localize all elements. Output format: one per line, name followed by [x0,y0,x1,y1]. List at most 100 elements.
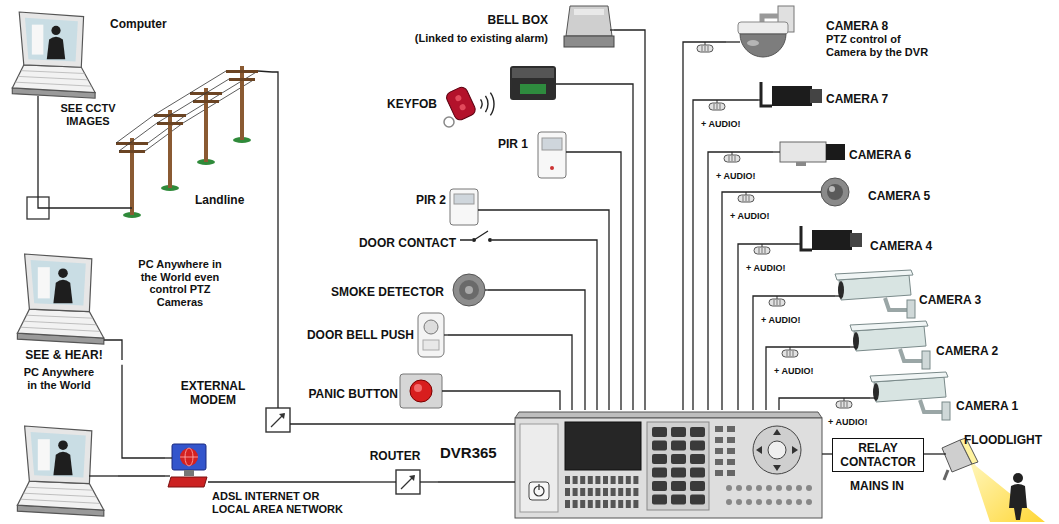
dvr-illustration [690,427,705,437]
wire-connector [722,192,820,410]
node-label: SEE CCTV IMAGES [52,102,124,127]
camera-icon [780,142,826,162]
camera-icon [942,402,950,420]
camera-icon [850,321,930,369]
text-slot: PANIC BUTTON [302,384,398,402]
dvr-illustration [626,476,631,484]
dvr-illustration [588,488,593,496]
text-slot: ROUTER [366,446,424,464]
camera-icon [850,321,928,331]
dvr-illustration [652,454,667,464]
node-label: Landline [195,194,244,208]
internet-icon [180,457,198,458]
laptop-illustration [17,254,103,344]
dvr-illustration [746,485,752,491]
laptop-illustration [47,37,65,59]
laptop-illustration [25,426,92,484]
dome-camera-icon [829,186,835,192]
floodlight-node: FLOODLIGHT [936,428,1054,522]
internet-icon [184,470,194,476]
wire-stubs [820,191,821,192]
dvr-illustration [633,500,638,508]
dvr-illustration [715,470,723,476]
keyfob-icon [445,85,478,121]
wire-connector [122,365,165,458]
dvr-illustration [595,476,600,484]
microphone-symbol [746,196,747,201]
microphone-symbol [765,248,766,253]
network-box [409,475,415,481]
bell-box-icon [574,9,604,15]
camera-node: CAMERA 5 [820,176,938,210]
dvr-illustration [565,476,570,484]
dvr-illustration [529,482,549,500]
wire-stubs [726,41,740,42]
microphone-symbol [841,402,842,407]
audio-label: + AUDIO! [730,211,769,221]
camera-node: CAMERA 6 [773,136,919,168]
telephone-poles [219,79,255,101]
dvr-illustration [626,488,631,496]
dvr-illustration [753,426,801,474]
laptop-illustration [31,432,86,478]
wire-connector [272,72,278,376]
laptop-illustration [38,267,50,298]
wire-stubs [277,376,278,408]
door-bell-node: DOOR BELL PUSH [290,311,448,360]
laptop-illustration [51,26,60,35]
pir-icon [542,138,562,150]
dvr-illustration [603,488,608,496]
node-label: CAMERA 4 [870,240,932,254]
smoke-detector-icon [453,274,485,306]
laptop-illustration [12,12,95,98]
node-label: CAMERA 8 [826,20,888,34]
dvr-illustration [786,485,792,491]
dvr-illustration [746,499,752,505]
wire-stubs [89,475,118,476]
text-slot: Landline [195,190,259,208]
pir-icon [550,166,554,170]
keyfob-node: KEYFOB [385,64,558,128]
network-box [396,470,420,494]
microphone-symbol [705,46,706,51]
dvr-illustration [633,476,638,484]
network-box [396,470,420,494]
wire-connector [779,398,870,410]
node-label: CAMERA 7 [826,93,888,107]
text-slot: PC Anywhere in the World even control PT… [130,258,230,310]
text-slot: CAMERA 1 [956,396,1024,414]
bell-box-icon [564,36,614,47]
camera-node: CAMERA 7 [758,78,890,114]
text-slot: (Linked to existing alarm) [378,28,548,46]
wire-stubs [773,151,780,152]
dvr-illustration [756,485,762,491]
camera-icon [907,300,915,318]
microphone-symbol [738,195,754,202]
wire-stubs [610,29,614,30]
microphone-symbol [729,156,730,161]
keyfob-icon [485,96,488,112]
camera-node: CAMERA 3 [835,270,987,324]
dvr-illustration [776,485,782,491]
laptop-illustration [25,254,92,312]
camera-icon [780,142,845,166]
wire-stubs [165,475,170,476]
microphone-symbol [702,46,703,51]
wire-connector [118,475,165,476]
smoke-detector-icon [453,274,485,306]
wire-connector [683,42,726,410]
node-label: PIR 2 [416,194,446,208]
bell-box-node: BELL BOX(Linked to existing alarm) [376,4,614,50]
camera-icon [796,162,806,166]
telephone-poles [154,93,190,115]
computer-node: ComputerSEE CCTV IMAGES [8,10,174,136]
network-box [266,408,290,432]
pir-node: PIR 2 [416,186,479,228]
telephone-poles [190,71,226,93]
ptz-camera-icon [740,34,786,57]
laptop-illustration [17,309,103,338]
text-slot: CAMERA 8 [826,16,896,34]
text-slot: KEYFOB [387,94,443,112]
wire-stubs [442,390,444,391]
